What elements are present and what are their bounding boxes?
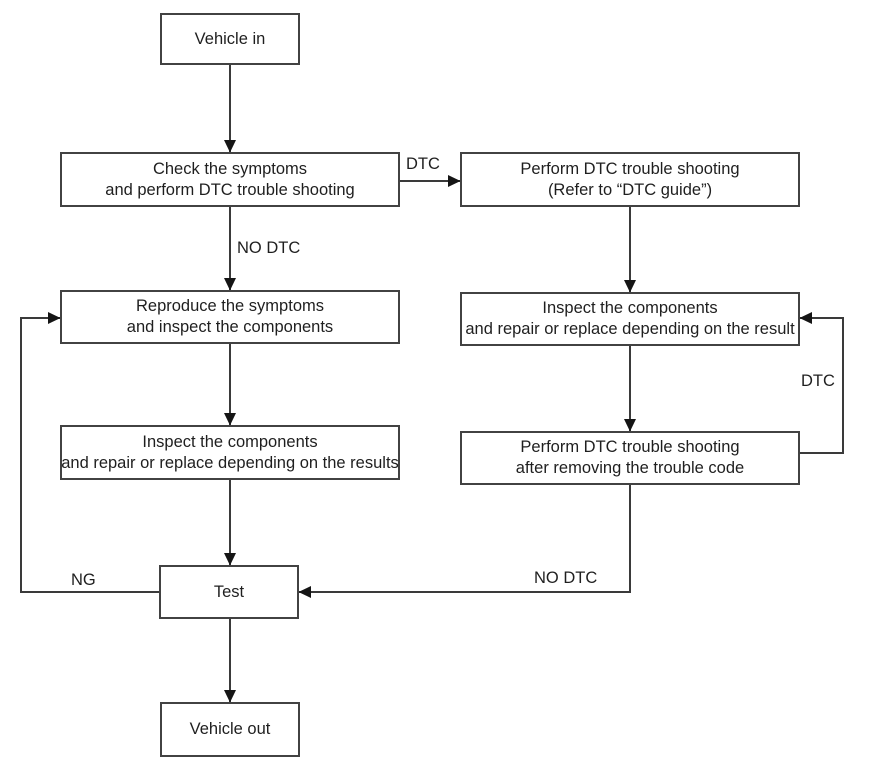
node-label-line1: Perform DTC trouble shooting — [520, 159, 740, 178]
node-label-line2: and repair or replace depending on the r… — [465, 320, 795, 338]
node-reproduce-symptoms: Reproduce the symptoms and inspect the c… — [60, 290, 400, 344]
edge-label-dtc-top: DTC — [406, 155, 440, 173]
edge-label-ng: NG — [71, 571, 96, 589]
edge-ng-loop-left — [20, 312, 159, 593]
node-label-line1: Reproduce the symptoms — [135, 297, 324, 315]
node-label-line1: Inspect the components — [542, 299, 718, 317]
node-label-line2: after removing the trouble code — [515, 459, 745, 477]
node-label-line1: Perform DTC trouble shooting — [520, 438, 740, 456]
node-check-symptoms: Check the symptoms and perform DTC troub… — [60, 152, 400, 207]
node-label-line1: Inspect the components — [142, 432, 318, 451]
node-vehicle-in: Vehicle in — [160, 13, 300, 65]
node-label: Vehicle out — [189, 720, 271, 738]
edge-label-no-dtc-upper: NO DTC — [237, 239, 301, 257]
node-label-line2: and repair or replace depending on the r… — [61, 453, 399, 472]
node-label: Test — [213, 582, 245, 601]
edge-performafter-to-test-nodtc — [298, 485, 631, 598]
node-label-line1: Check the symptoms — [152, 159, 308, 178]
node-label-line2: and perform DTC trouble shooting — [105, 180, 355, 199]
node-label-line2: and inspect the components — [126, 318, 334, 336]
edge-dtc-loop-right — [799, 312, 844, 454]
edge-label-dtc-loop: DTC — [801, 372, 835, 390]
node-label-line2: (Refer to “DTC guide”) — [547, 180, 713, 199]
node-perform-dtc-guide: Perform DTC trouble shooting (Refer to “… — [460, 152, 800, 207]
node-inspect-components-right: Inspect the components and repair or rep… — [460, 292, 800, 346]
node-test: Test — [159, 565, 299, 619]
node-label: Vehicle in — [194, 29, 266, 48]
node-inspect-components-left: Inspect the components and repair or rep… — [60, 425, 400, 480]
edge-label-no-dtc-lower: NO DTC — [534, 569, 598, 587]
node-vehicle-out: Vehicle out — [160, 702, 300, 757]
node-perform-dtc-after: Perform DTC trouble shooting after remov… — [460, 431, 800, 485]
